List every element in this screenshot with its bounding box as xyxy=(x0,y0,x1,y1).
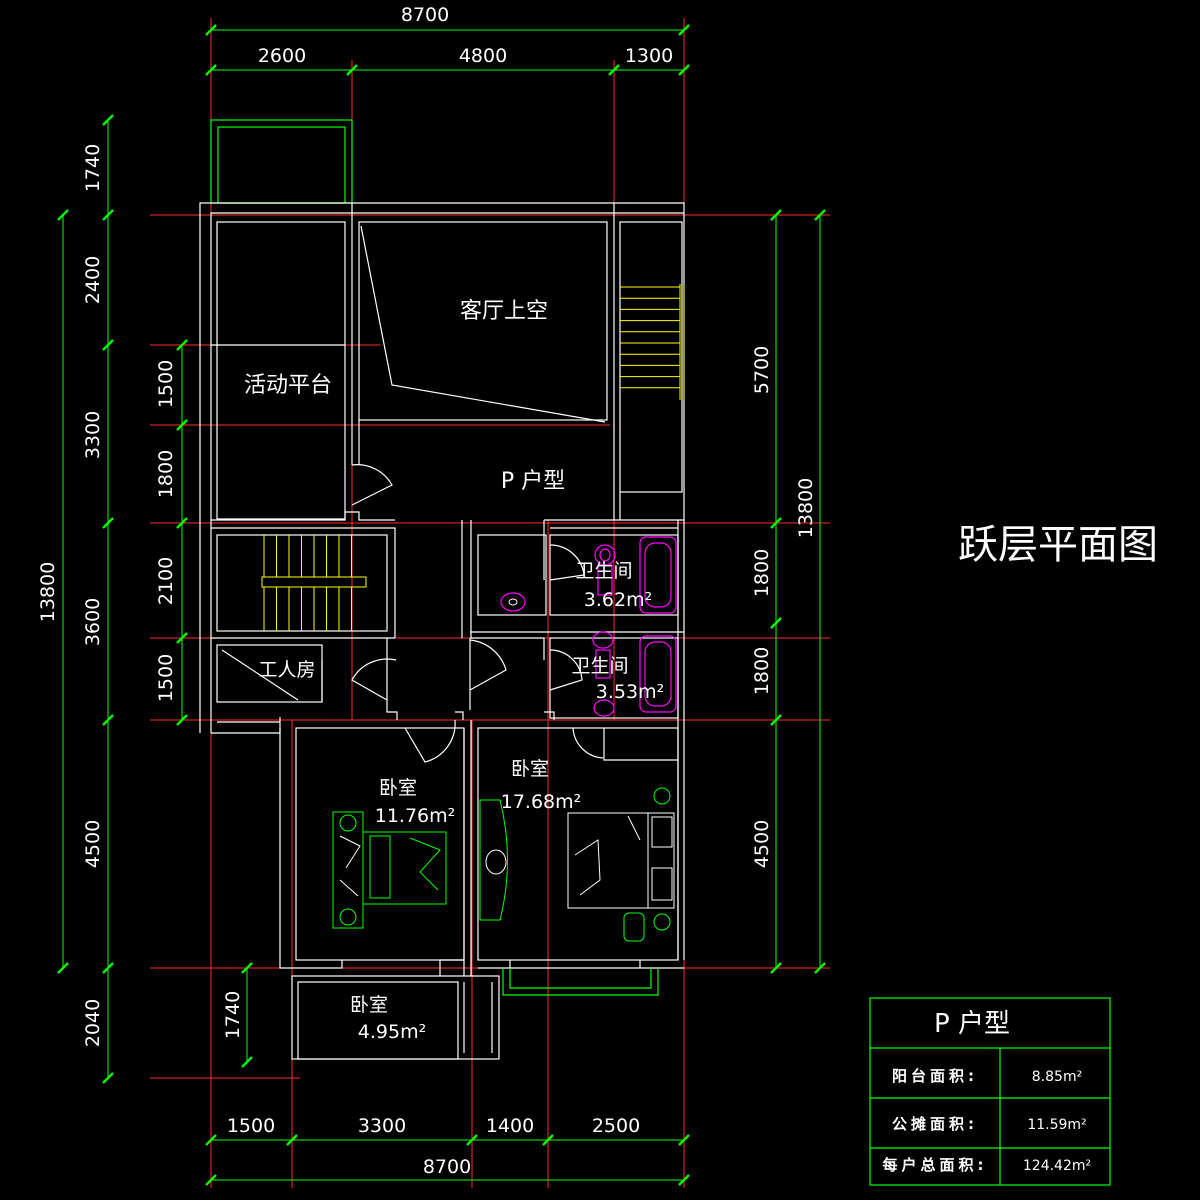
dim-bottom-seg-2: 3300 xyxy=(358,1115,406,1137)
axis-grid xyxy=(150,18,830,1188)
dim-bottom-total: 8700 xyxy=(423,1156,471,1178)
table-row-label-1: 阳台面积: xyxy=(892,1067,978,1085)
table-row-value-2: 11.59m² xyxy=(1027,1117,1086,1133)
bed2-area: 17.68m² xyxy=(501,791,582,813)
dimension-texts: 8700 2600 4800 1300 1500 3300 1400 2500 … xyxy=(37,4,817,1178)
table-header: P 户型 xyxy=(934,1009,1010,1039)
table-row-label-3: 每户总面积: xyxy=(883,1156,988,1174)
dim-top-total: 8700 xyxy=(401,4,449,26)
dim-right-total: 13800 xyxy=(795,478,817,538)
dim-left-inner-3: 2100 xyxy=(155,557,177,605)
dim-top-seg-1: 2600 xyxy=(258,45,306,67)
dim-left-outer-2: 2400 xyxy=(82,256,104,304)
table-row-value-3: 124.42m² xyxy=(1023,1158,1091,1174)
drawing-title: 跃层平面图 xyxy=(958,522,1158,568)
dim-left-outer-6: 2040 xyxy=(82,999,104,1047)
dim-left-outer-3: 3300 xyxy=(82,411,104,459)
walls xyxy=(199,202,685,1060)
bath-fixtures xyxy=(500,536,677,717)
stairs xyxy=(261,284,685,631)
doors xyxy=(351,464,604,763)
dim-top-seg-3: 1300 xyxy=(625,45,673,67)
dim-left-balcony: 1740 xyxy=(222,991,244,1039)
dim-bottom-seg-3: 1400 xyxy=(486,1115,534,1137)
dim-left-outer-4: 3600 xyxy=(82,598,104,646)
stair-landing-rail xyxy=(261,576,367,588)
terrace-label: 活动平台 xyxy=(244,373,332,398)
area-table: P 户型 阳台面积: 8.85m² 公摊面积: 11.59m² 每户总面积: 1… xyxy=(869,997,1111,1186)
dim-top-seg-2: 4800 xyxy=(459,45,507,67)
bath2-name: 卫生间 xyxy=(571,655,628,677)
dim-left-total: 13800 xyxy=(37,562,59,622)
bath1-name: 卫生间 xyxy=(575,560,632,582)
table-row-value-1: 8.85m² xyxy=(1032,1069,1082,1085)
dim-right-seg-4: 4500 xyxy=(751,820,773,868)
dim-left-inner-1: 1500 xyxy=(155,360,177,408)
unit-type-label: P 户型 xyxy=(501,469,565,494)
room-labels: 客厅上空 活动平台 P 户型 卫生间 3.62m² 卫生间 3.53m² 工人房… xyxy=(244,299,664,1043)
bath1-area: 3.62m² xyxy=(584,589,652,611)
dim-left-outer-5: 4500 xyxy=(82,820,104,868)
table-row-label-2: 公摊面积: xyxy=(892,1115,978,1133)
dim-bottom-seg-1: 1500 xyxy=(227,1115,275,1137)
dim-bottom-seg-4: 2500 xyxy=(592,1115,640,1137)
dim-right-seg-3: 1800 xyxy=(751,647,773,695)
dim-left-inner-4: 1500 xyxy=(155,654,177,702)
dimension-lines xyxy=(57,24,826,1186)
bed1-name: 卧室 xyxy=(379,777,417,799)
bed1-area: 11.76m² xyxy=(375,805,456,827)
dim-right-seg-2: 1800 xyxy=(751,549,773,597)
bath2-area: 3.53m² xyxy=(596,681,664,703)
bed3-area: 4.95m² xyxy=(358,1021,426,1043)
bed3-name: 卧室 xyxy=(350,994,388,1016)
dim-left-outer-1: 1740 xyxy=(82,144,104,192)
dim-left-inner-2: 1800 xyxy=(155,450,177,498)
top-balcony xyxy=(210,119,353,204)
living-void-label: 客厅上空 xyxy=(460,299,548,324)
dim-right-seg-1: 5700 xyxy=(751,346,773,394)
servant-room-label: 工人房 xyxy=(258,659,315,681)
bed2-name: 卧室 xyxy=(511,758,549,780)
furniture xyxy=(332,787,675,942)
